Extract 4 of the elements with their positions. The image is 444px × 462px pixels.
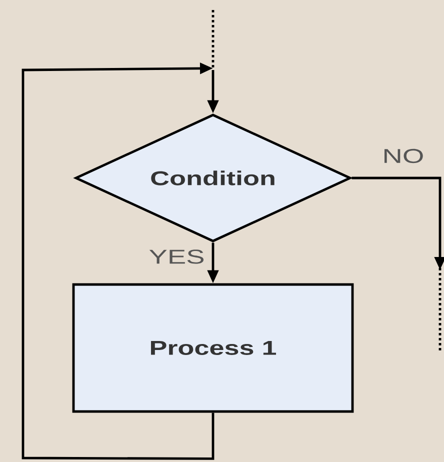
process-box: Process 1 [72, 283, 354, 413]
arrow [22, 62, 214, 460]
edge-label: NO [384, 148, 423, 164]
edge-label: YES [149, 250, 204, 264]
